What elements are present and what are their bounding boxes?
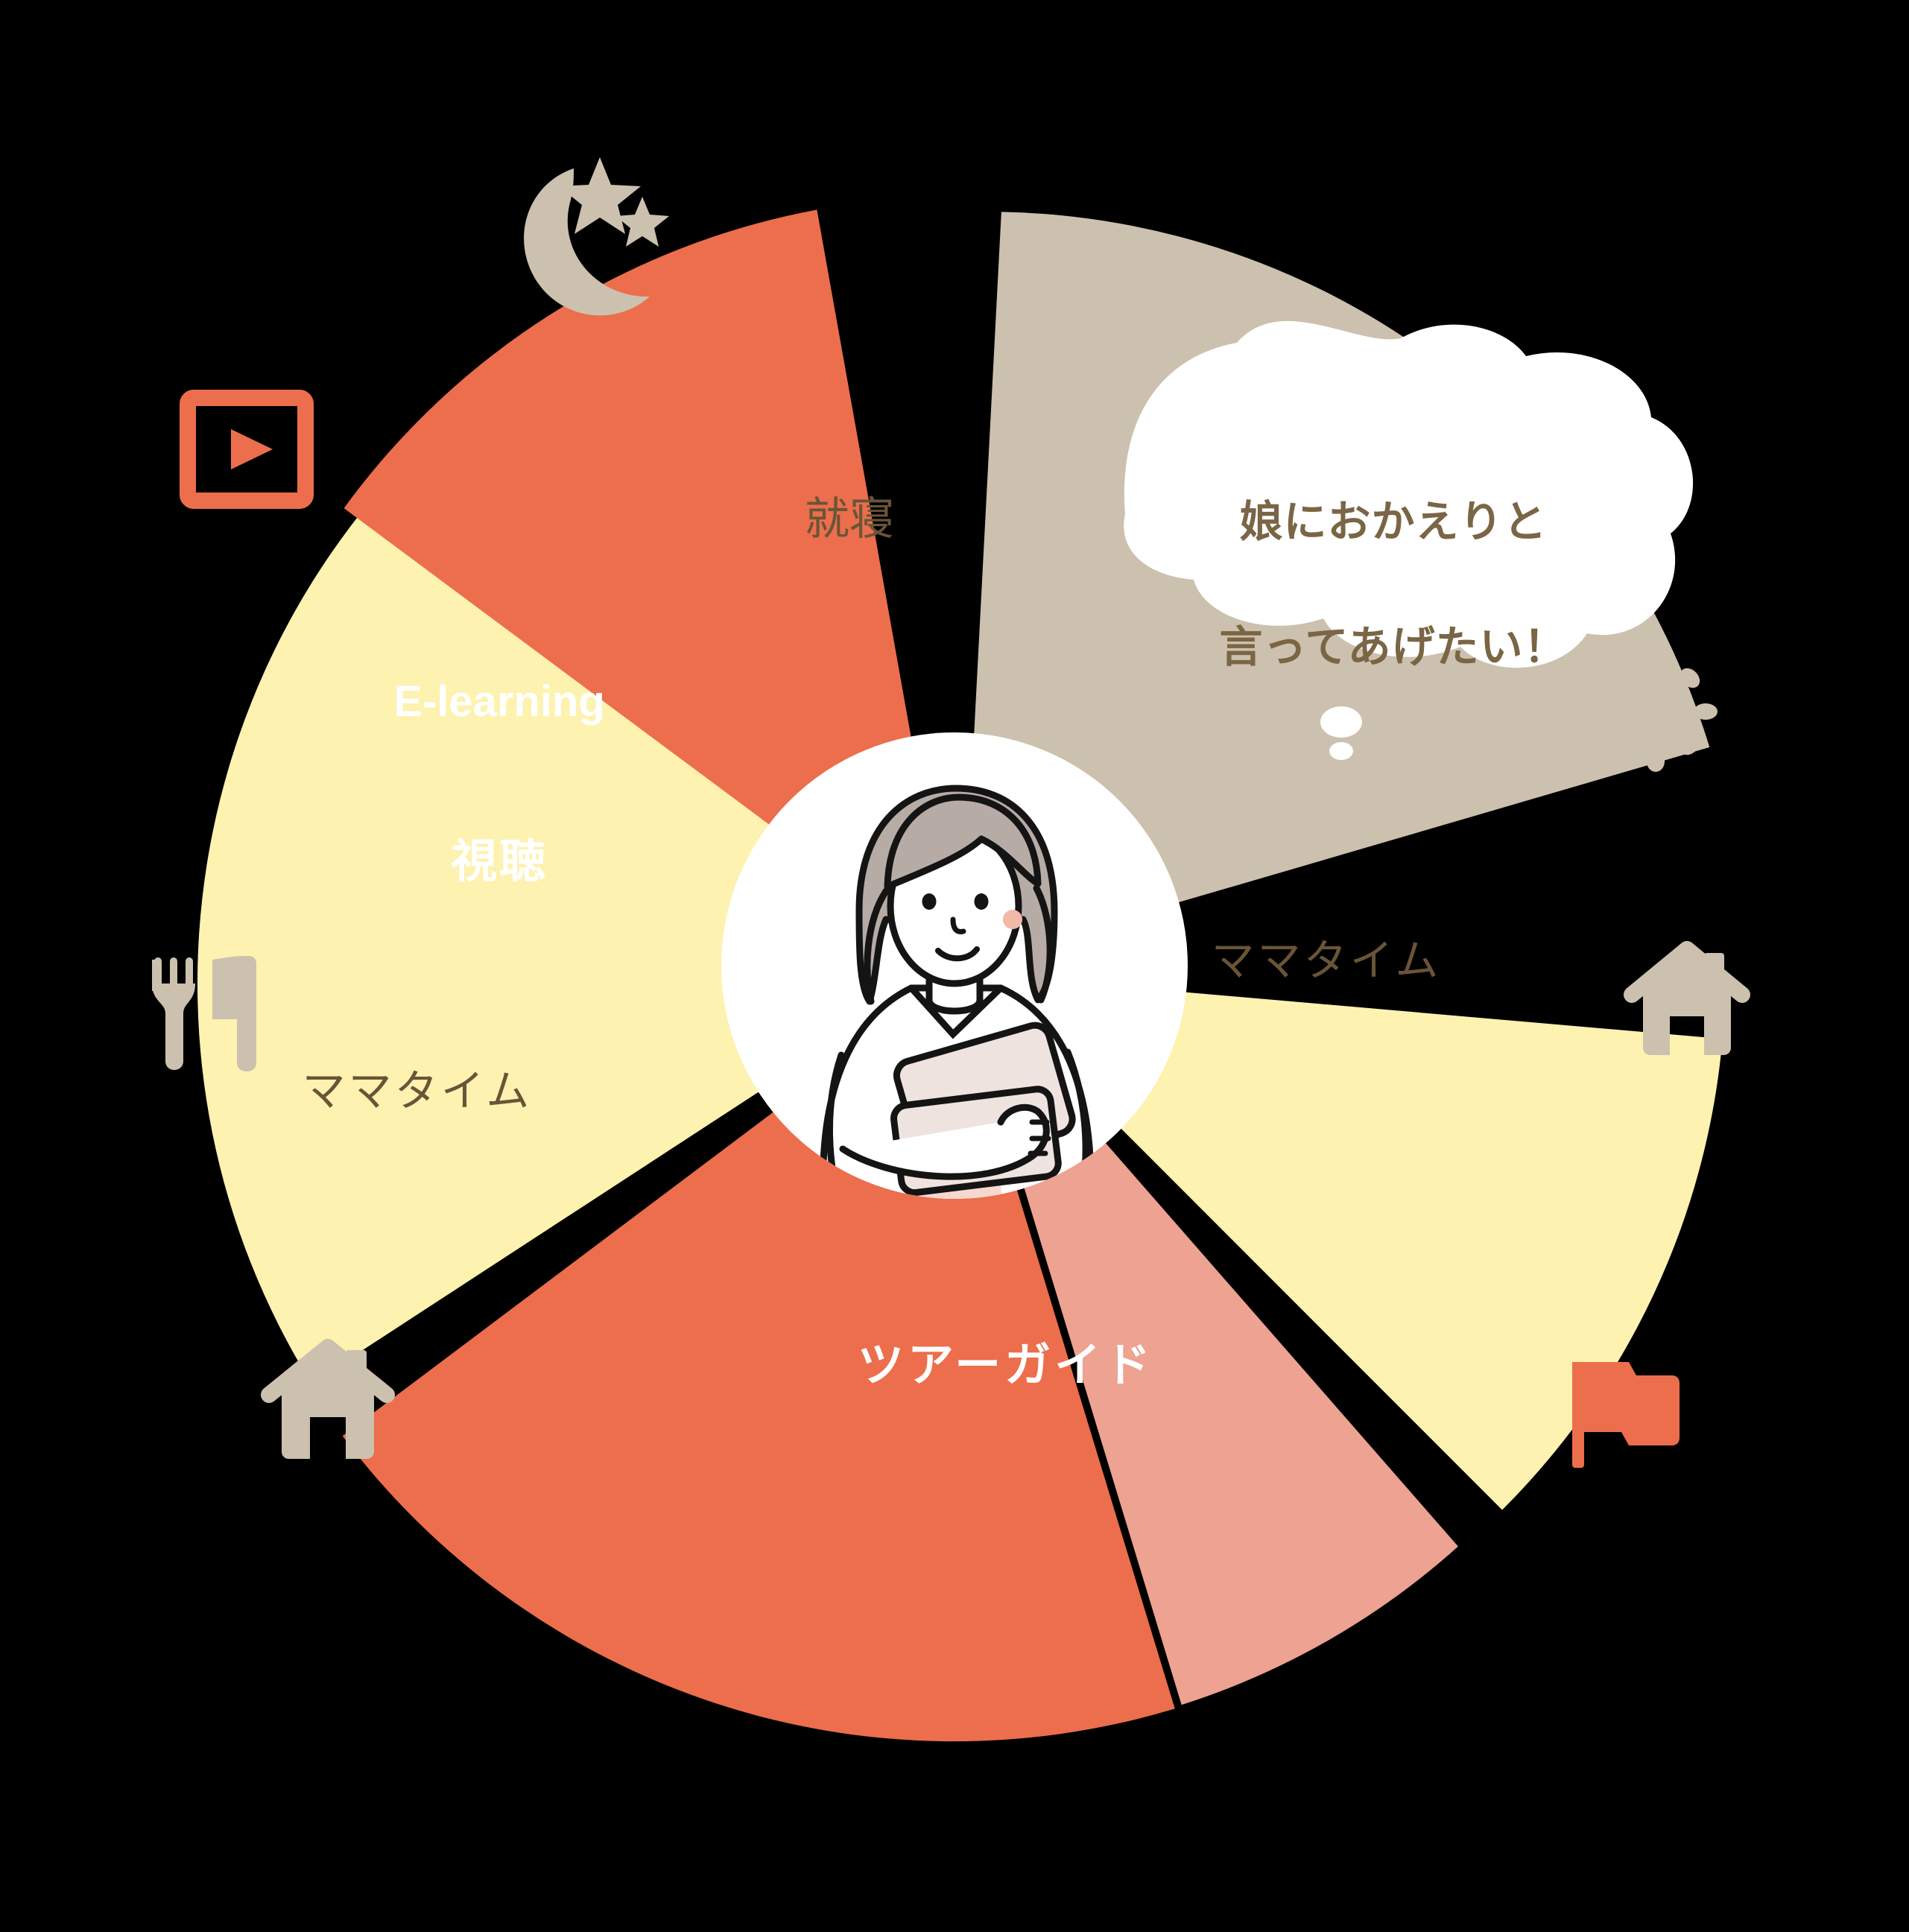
woman-with-tablet-illustration — [820, 785, 1095, 1199]
sun-icon — [1594, 651, 1718, 772]
slice-mama-time-right[interactable] — [966, 973, 1723, 1510]
thought-bubble-text: 娘におかえりと 言ってあげたい！ — [1147, 428, 1639, 741]
thought-bubble-line2: 言ってあげたい！ — [1219, 623, 1568, 672]
thought-dot-large — [1320, 706, 1362, 738]
house-icon-right — [1624, 941, 1750, 1055]
house-icon-left — [261, 1339, 395, 1459]
thought-bubble-shape — [1124, 320, 1694, 760]
thought-dot-small — [1329, 742, 1353, 760]
flag-icon — [1572, 1362, 1680, 1468]
moon-stars-icon — [524, 157, 669, 316]
video-play-icon — [180, 390, 314, 509]
thought-bubble-line1: 娘におかえりと — [1239, 498, 1548, 547]
slice-elearning[interactable] — [344, 209, 952, 960]
slice-mama-time-left[interactable] — [197, 404, 948, 1384]
fork-knife-icon — [152, 956, 256, 1071]
